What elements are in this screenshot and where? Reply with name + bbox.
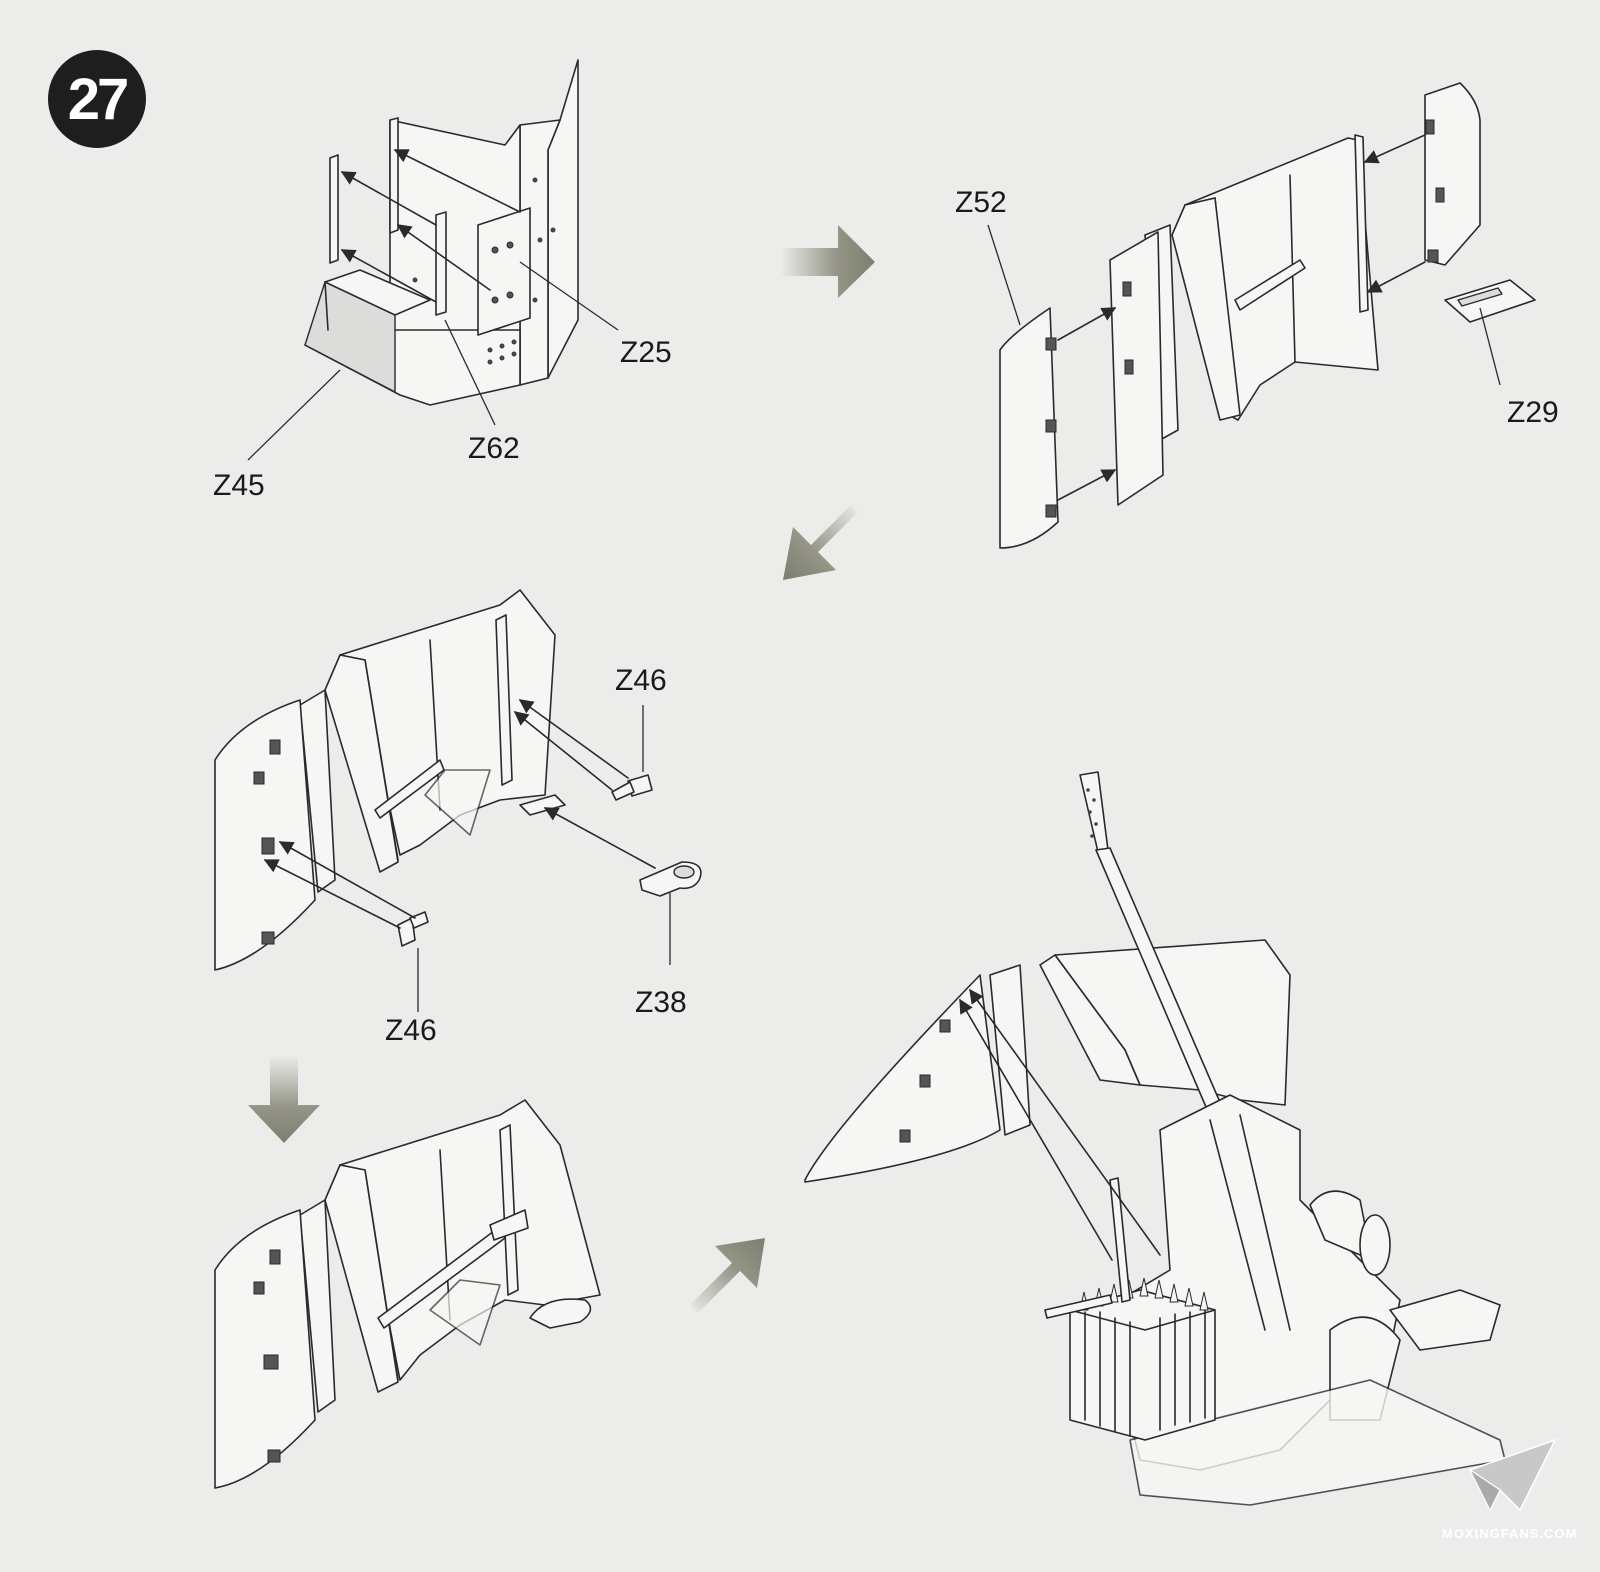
part-label-z25: Z25 (620, 336, 672, 369)
part-label-z29: Z29 (1507, 396, 1559, 429)
part-label-z45: Z45 (213, 469, 265, 502)
watermark-text: MOXINGFANS.COM (1442, 1526, 1577, 1541)
part-label-z62: Z62 (468, 432, 520, 465)
sub-assembly-4 (214, 1099, 601, 1489)
part-label-z52: Z52 (955, 186, 1007, 219)
sub-assembly-3 (214, 589, 702, 1012)
watermark-logo (1468, 1438, 1557, 1512)
sub-assembly-2 (987, 82, 1536, 549)
step-number-badge: 27 (48, 50, 146, 148)
flow-arrow-down (248, 1055, 320, 1143)
flow-arrow-down-left (783, 505, 858, 580)
part-label-z38: Z38 (635, 986, 687, 1019)
flow-arrow-right (780, 225, 875, 298)
flow-arrow-up-right (690, 1238, 765, 1313)
final-assembly (804, 771, 1506, 1506)
part-label-z46-top: Z46 (615, 664, 667, 697)
part-label-z46-bottom: Z46 (385, 1014, 437, 1047)
sub-assembly-1 (247, 59, 619, 461)
step-number: 27 (67, 66, 129, 132)
